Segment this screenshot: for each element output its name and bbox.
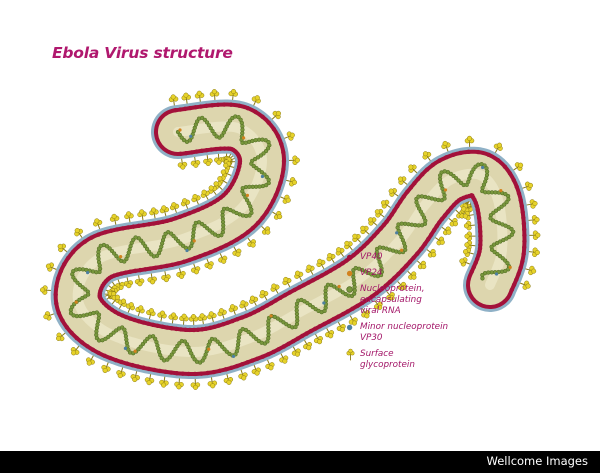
surface-glycoprotein-layer <box>39 88 541 390</box>
legend-label-glycoprotein: Surface glycoprotein <box>360 349 415 370</box>
legend: VP40 VP24 Nucleoprotein, encapsulating v… <box>346 252 496 371</box>
legend-label-nucleoprotein: Nucleoprotein, encapsulating viral RNA <box>360 284 425 316</box>
ebola-virus-illustration <box>39 88 541 390</box>
legend-label-vp24: VP24 <box>360 268 383 278</box>
footer-bar: Wellcome Images <box>0 451 600 473</box>
diagram-title: Ebola Virus structure <box>52 44 233 62</box>
legend-label-vp30: Minor nucleoprotein VP30 <box>360 322 449 343</box>
legend-item-nucleoprotein: Nucleoprotein, encapsulating viral RNA <box>346 284 496 317</box>
legend-item-glycoprotein: Surface glycoprotein <box>346 348 496 371</box>
virion-body <box>53 102 527 376</box>
vp30-dot-icon <box>346 324 353 331</box>
vp40-matrix-layer <box>53 102 527 377</box>
image-credit: Wellcome Images <box>486 454 588 468</box>
legend-item-vp40: VP40 <box>346 252 496 263</box>
vp40-dot-icon <box>346 254 353 261</box>
legend-item-vp24: VP24 <box>346 268 496 279</box>
vp24-dot-icon <box>346 270 353 277</box>
nucleocapsid-coil <box>68 114 516 365</box>
nucleoprotein-coil-icon <box>346 286 353 293</box>
legend-label-vp40: VP40 <box>360 252 383 262</box>
legend-item-vp30: Minor nucleoprotein VP30 <box>346 322 496 344</box>
glycoprotein-icon <box>346 348 355 361</box>
